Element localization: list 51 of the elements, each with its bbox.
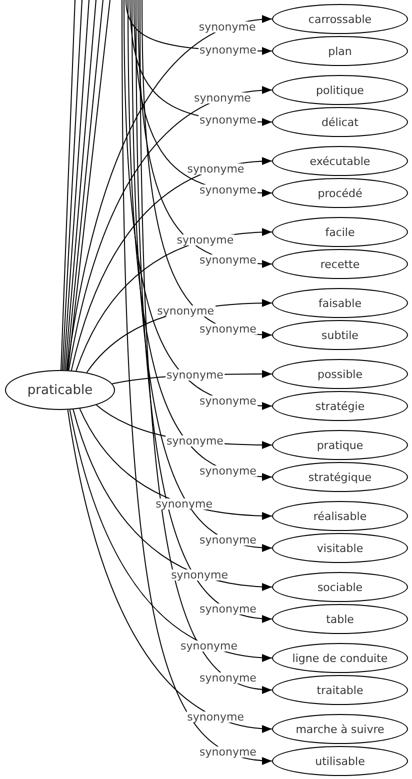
node-label: faisable	[318, 298, 362, 308]
node-label: sociable	[317, 582, 363, 592]
edge-label: synonyme	[198, 114, 258, 126]
node-label: stratégie	[315, 400, 365, 412]
node-label: subtile	[322, 330, 358, 340]
arrow	[67, 409, 272, 732]
node-label: traitable	[316, 684, 364, 696]
arrow	[66, 16, 272, 371]
arrow	[68, 86, 272, 371]
node-label: visitable	[316, 542, 364, 554]
node-label: recette	[320, 258, 360, 270]
edge-label: synonyme	[198, 44, 258, 56]
edge-label: synonyme	[198, 184, 258, 196]
node-label: table	[326, 614, 354, 624]
node-label: réalisable	[313, 510, 367, 522]
node-label: facile	[325, 226, 355, 238]
node-label: praticable	[27, 384, 93, 396]
edge-label: synonyme	[186, 164, 246, 174]
arrow	[72, 408, 272, 591]
node-label: politique	[316, 84, 364, 96]
edge-label: synonyme	[180, 640, 238, 652]
node-label: procédé	[318, 188, 362, 198]
node-label: pratique	[316, 440, 364, 450]
node-label: possible	[317, 368, 363, 380]
edge-label: synonyme	[198, 22, 257, 32]
edge-label: synonyme	[198, 672, 258, 684]
node-label: ligne de conduite	[292, 652, 388, 664]
edge-label: synonyme	[166, 370, 224, 381]
arrow	[69, 409, 272, 662]
node-label: utilisable	[315, 756, 365, 766]
edge-label: synonyme	[154, 498, 214, 510]
edge-label: synonyme	[198, 254, 258, 266]
node-label: stratégique	[308, 472, 372, 482]
edge-label: synonyme	[198, 465, 258, 476]
node-label: carrossable	[308, 14, 372, 24]
edge-label: synonyme	[176, 234, 235, 246]
edge-label: synonyme	[198, 396, 258, 407]
edge-label: synonyme	[198, 534, 258, 546]
edge-label: synonyme	[198, 323, 258, 334]
node-label: délicat	[322, 116, 358, 128]
arrow	[122, 0, 272, 764]
node-label: exécutable	[310, 156, 370, 166]
edge-label: synonyme	[156, 306, 216, 316]
edge-label: synonyme	[198, 604, 258, 615]
edge-label: synonyme	[193, 92, 252, 104]
edge-label: synonyme	[170, 570, 229, 580]
node-label: marche à suivre	[296, 724, 384, 734]
edge-label: synonyme	[198, 746, 258, 758]
edge-label: synonyme	[166, 436, 224, 447]
edge-label: synonyme	[186, 712, 246, 722]
node-label: plan	[328, 46, 352, 56]
